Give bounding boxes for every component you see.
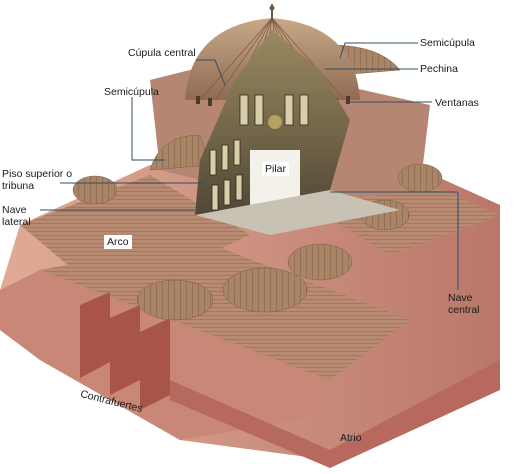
interior-medallion bbox=[268, 115, 282, 129]
interior-arcades bbox=[209, 94, 309, 211]
label-arco: Arco bbox=[104, 235, 132, 249]
label-cupula-central: Cúpula central bbox=[128, 47, 196, 59]
label-piso-superior: Piso superior o tribuna bbox=[2, 168, 73, 192]
atrium-roof bbox=[40, 240, 410, 380]
nave-floor bbox=[195, 190, 400, 235]
label-pechina: Pechina bbox=[420, 63, 458, 75]
leader-lines bbox=[40, 42, 459, 290]
left-semidome bbox=[149, 134, 211, 171]
label-semicupula-left: Semicúpula bbox=[104, 86, 159, 98]
label-pilar: Pilar bbox=[262, 162, 290, 176]
label-atrio: Atrio bbox=[340, 432, 362, 444]
label-ventanas: Ventanas bbox=[432, 96, 482, 110]
label-nave-central: Nave central bbox=[448, 292, 480, 316]
label-nave-lateral: Nave lateral bbox=[2, 204, 31, 228]
front-wall bbox=[170, 360, 500, 468]
label-semicupula-right: Semicúpula bbox=[420, 37, 475, 49]
buttresses bbox=[80, 292, 170, 410]
